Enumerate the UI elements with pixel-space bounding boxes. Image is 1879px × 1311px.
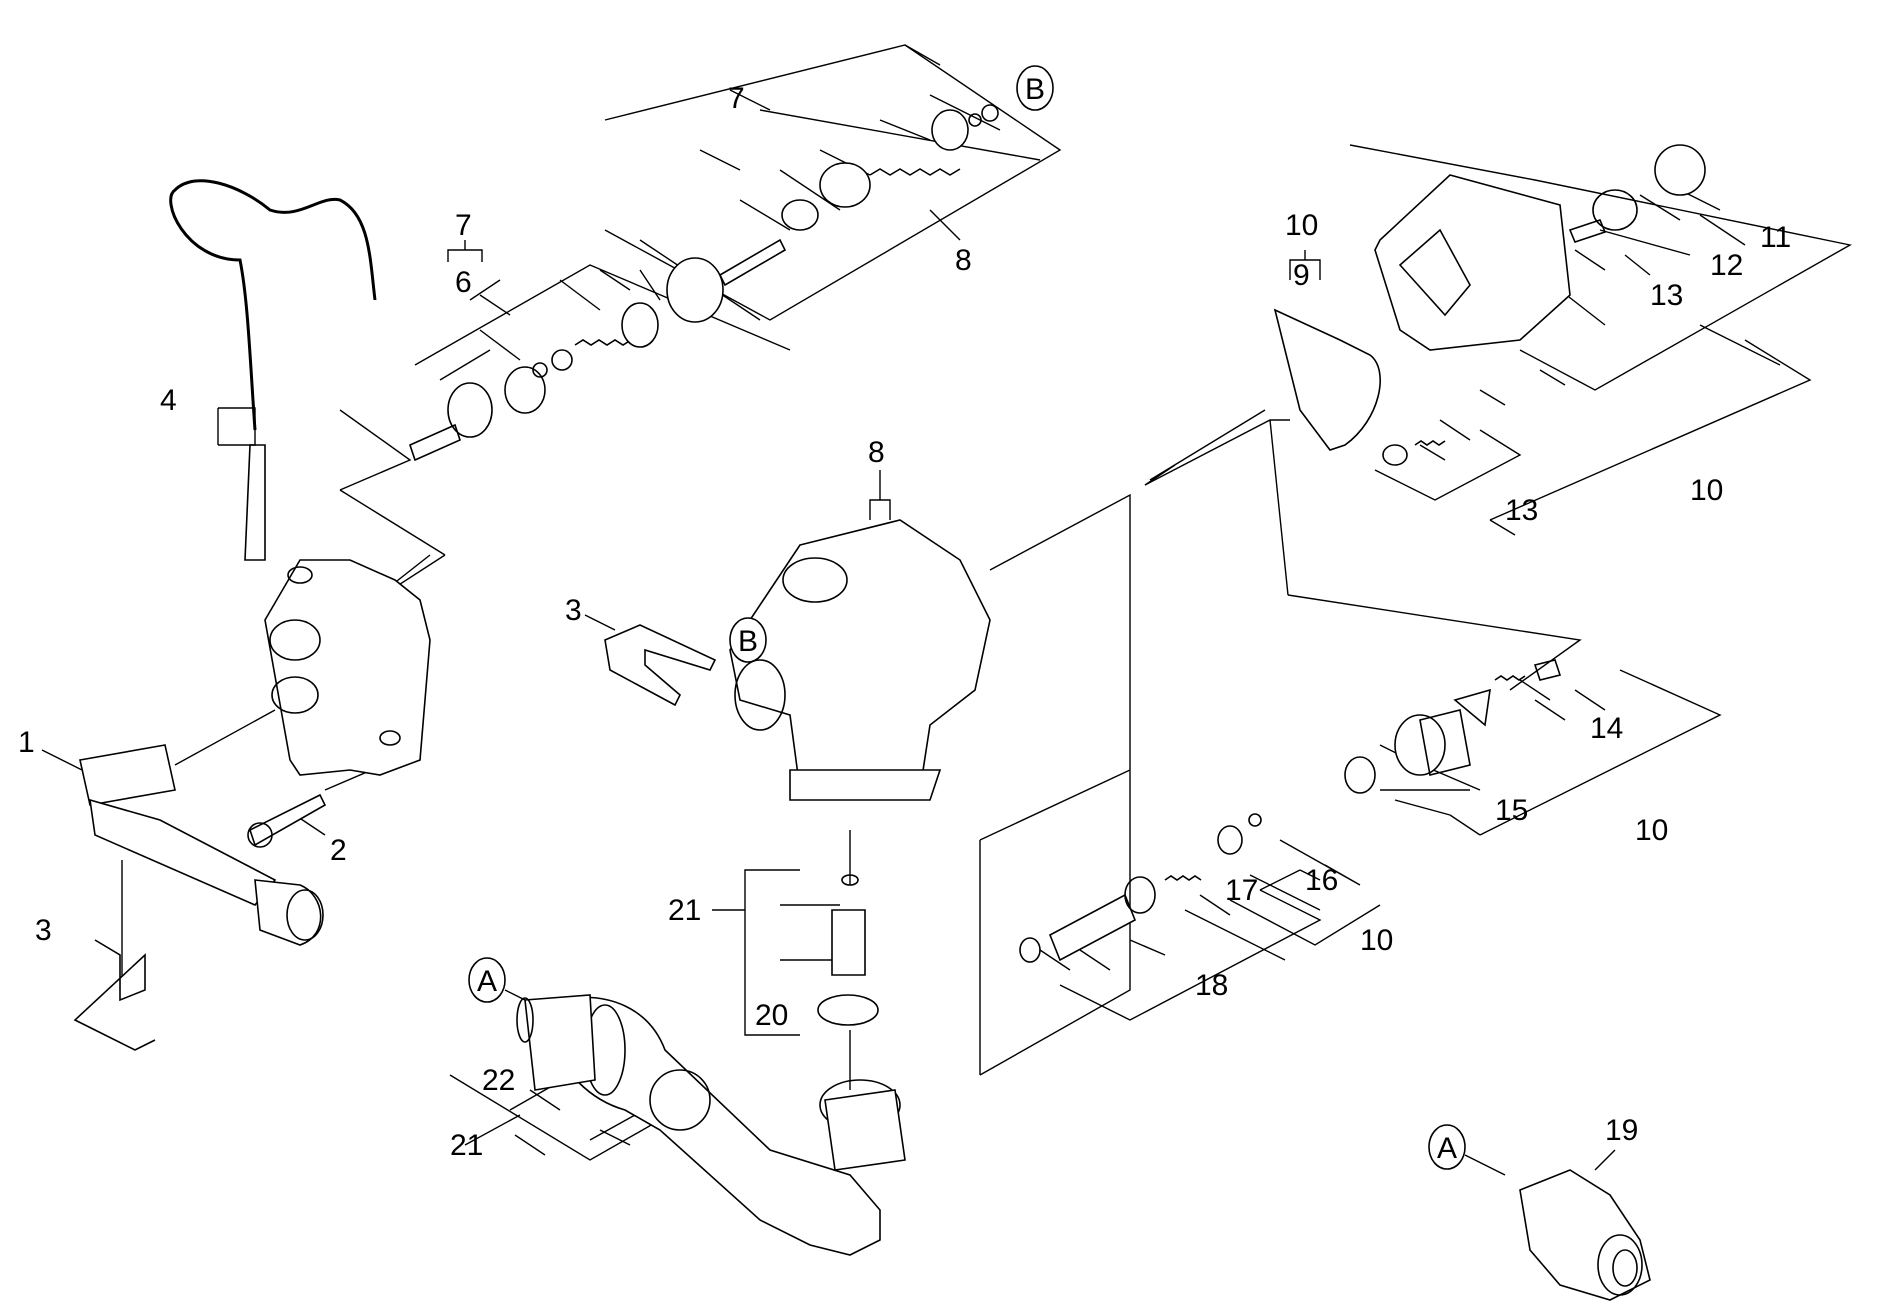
callout-7-top: 7	[728, 82, 745, 115]
reference-markers: B B A A	[468, 65, 1466, 1170]
marker-b-top-label: B	[1025, 73, 1045, 106]
marker-b-middle-label: B	[738, 625, 758, 658]
callout-7-small: 7	[455, 209, 472, 242]
valve-insert-part	[831, 909, 866, 976]
clip-part-left	[73, 939, 156, 1051]
callout-8-top: 8	[955, 244, 972, 277]
pipe-part	[89, 798, 277, 906]
callout-19: 19	[1605, 1114, 1638, 1147]
clamp-part	[79, 744, 176, 806]
marker-b-top	[1016, 65, 1054, 111]
filter-part	[524, 994, 596, 1091]
callout-18: 18	[1195, 969, 1228, 1002]
callout-16: 16	[1305, 864, 1338, 897]
marker-b-middle	[729, 617, 767, 663]
callout-6: 6	[455, 266, 472, 299]
callout-9: 9	[1293, 259, 1310, 292]
valve-part-15	[1394, 714, 1446, 776]
pump-head-part	[729, 519, 991, 791]
callout-10-top: 10	[1285, 209, 1318, 242]
callout-22: 22	[482, 1064, 515, 1097]
callout-8-middle: 8	[868, 436, 885, 469]
gasket-part	[1273, 308, 1381, 451]
callout-21-lower: 21	[450, 1129, 483, 1162]
screw-part	[249, 793, 327, 847]
marker-a-right-label: A	[1437, 1132, 1457, 1165]
callout-10-mid: 10	[1635, 814, 1668, 847]
callout-labels: 1 2 3 3 4 6 7 7 8 8 9 10 10 10 10 11 12 …	[18, 82, 1791, 1162]
callout-10-low: 10	[1360, 924, 1393, 957]
callout-3-middle: 3	[565, 594, 582, 627]
cylinder-head-part	[1374, 174, 1571, 351]
callout-21-upper: 21	[668, 894, 701, 927]
callout-12: 12	[1710, 249, 1743, 282]
callout-11: 11	[1760, 221, 1791, 254]
marker-a-right	[1428, 1124, 1466, 1170]
callout-13-low: 13	[1505, 494, 1538, 527]
valve-housing-left	[264, 559, 431, 776]
callout-4: 4	[160, 384, 177, 417]
callout-20: 20	[755, 999, 788, 1032]
marker-a-left	[468, 957, 506, 1003]
valve-seat-part	[447, 382, 493, 438]
callout-13-top: 13	[1650, 279, 1683, 312]
parts	[73, 104, 1706, 1301]
callout-3-left: 3	[35, 914, 52, 947]
callout-15: 15	[1495, 794, 1528, 827]
leader-lines	[41, 44, 1852, 1176]
tube-part	[244, 444, 266, 561]
hose-connector-part	[1519, 1169, 1651, 1301]
callout-17: 17	[1225, 874, 1258, 907]
marker-a-left-label: A	[477, 965, 497, 998]
piston-part-18	[1048, 893, 1137, 962]
callout-1: 1	[18, 726, 35, 759]
callout-14: 14	[1590, 712, 1623, 745]
callout-10-right: 10	[1690, 474, 1723, 507]
o-ring-part	[817, 994, 879, 1026]
hose-part	[169, 179, 377, 431]
callout-2: 2	[330, 834, 347, 867]
clip-part-middle	[604, 624, 717, 707]
